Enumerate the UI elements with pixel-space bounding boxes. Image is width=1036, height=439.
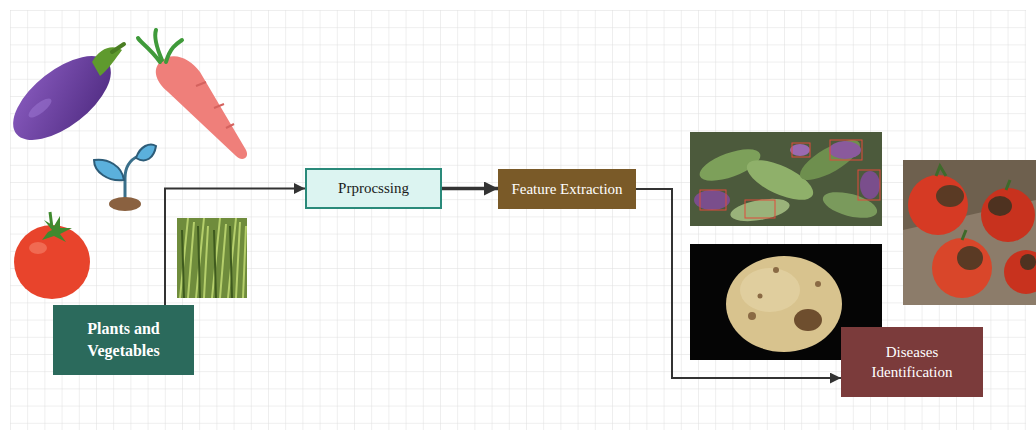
flow-arrow xyxy=(165,189,305,306)
flow-arrow xyxy=(636,189,841,378)
leaf-disease-photo xyxy=(690,132,882,226)
node-label: Prprocssing xyxy=(338,178,409,198)
tomato-disease-photo xyxy=(903,160,1036,305)
grid-background xyxy=(10,10,1026,430)
node-label: Plants and Vegetables xyxy=(61,318,186,361)
eggplant-icon xyxy=(0,40,125,156)
grass-photo xyxy=(177,218,247,298)
sprout-icon xyxy=(94,145,156,212)
input-box: Plants and Vegetables xyxy=(53,305,194,375)
tomato-icon xyxy=(14,212,90,299)
node-label: Feature Extraction xyxy=(511,179,622,199)
process-box: Prprocssing xyxy=(305,168,442,209)
carrot-icon xyxy=(138,30,247,159)
flow-arrow xyxy=(442,187,498,191)
process-box: Feature Extraction xyxy=(498,169,636,209)
node-label: Diseases Identification xyxy=(849,342,975,383)
output-box: Diseases Identification xyxy=(841,327,983,397)
